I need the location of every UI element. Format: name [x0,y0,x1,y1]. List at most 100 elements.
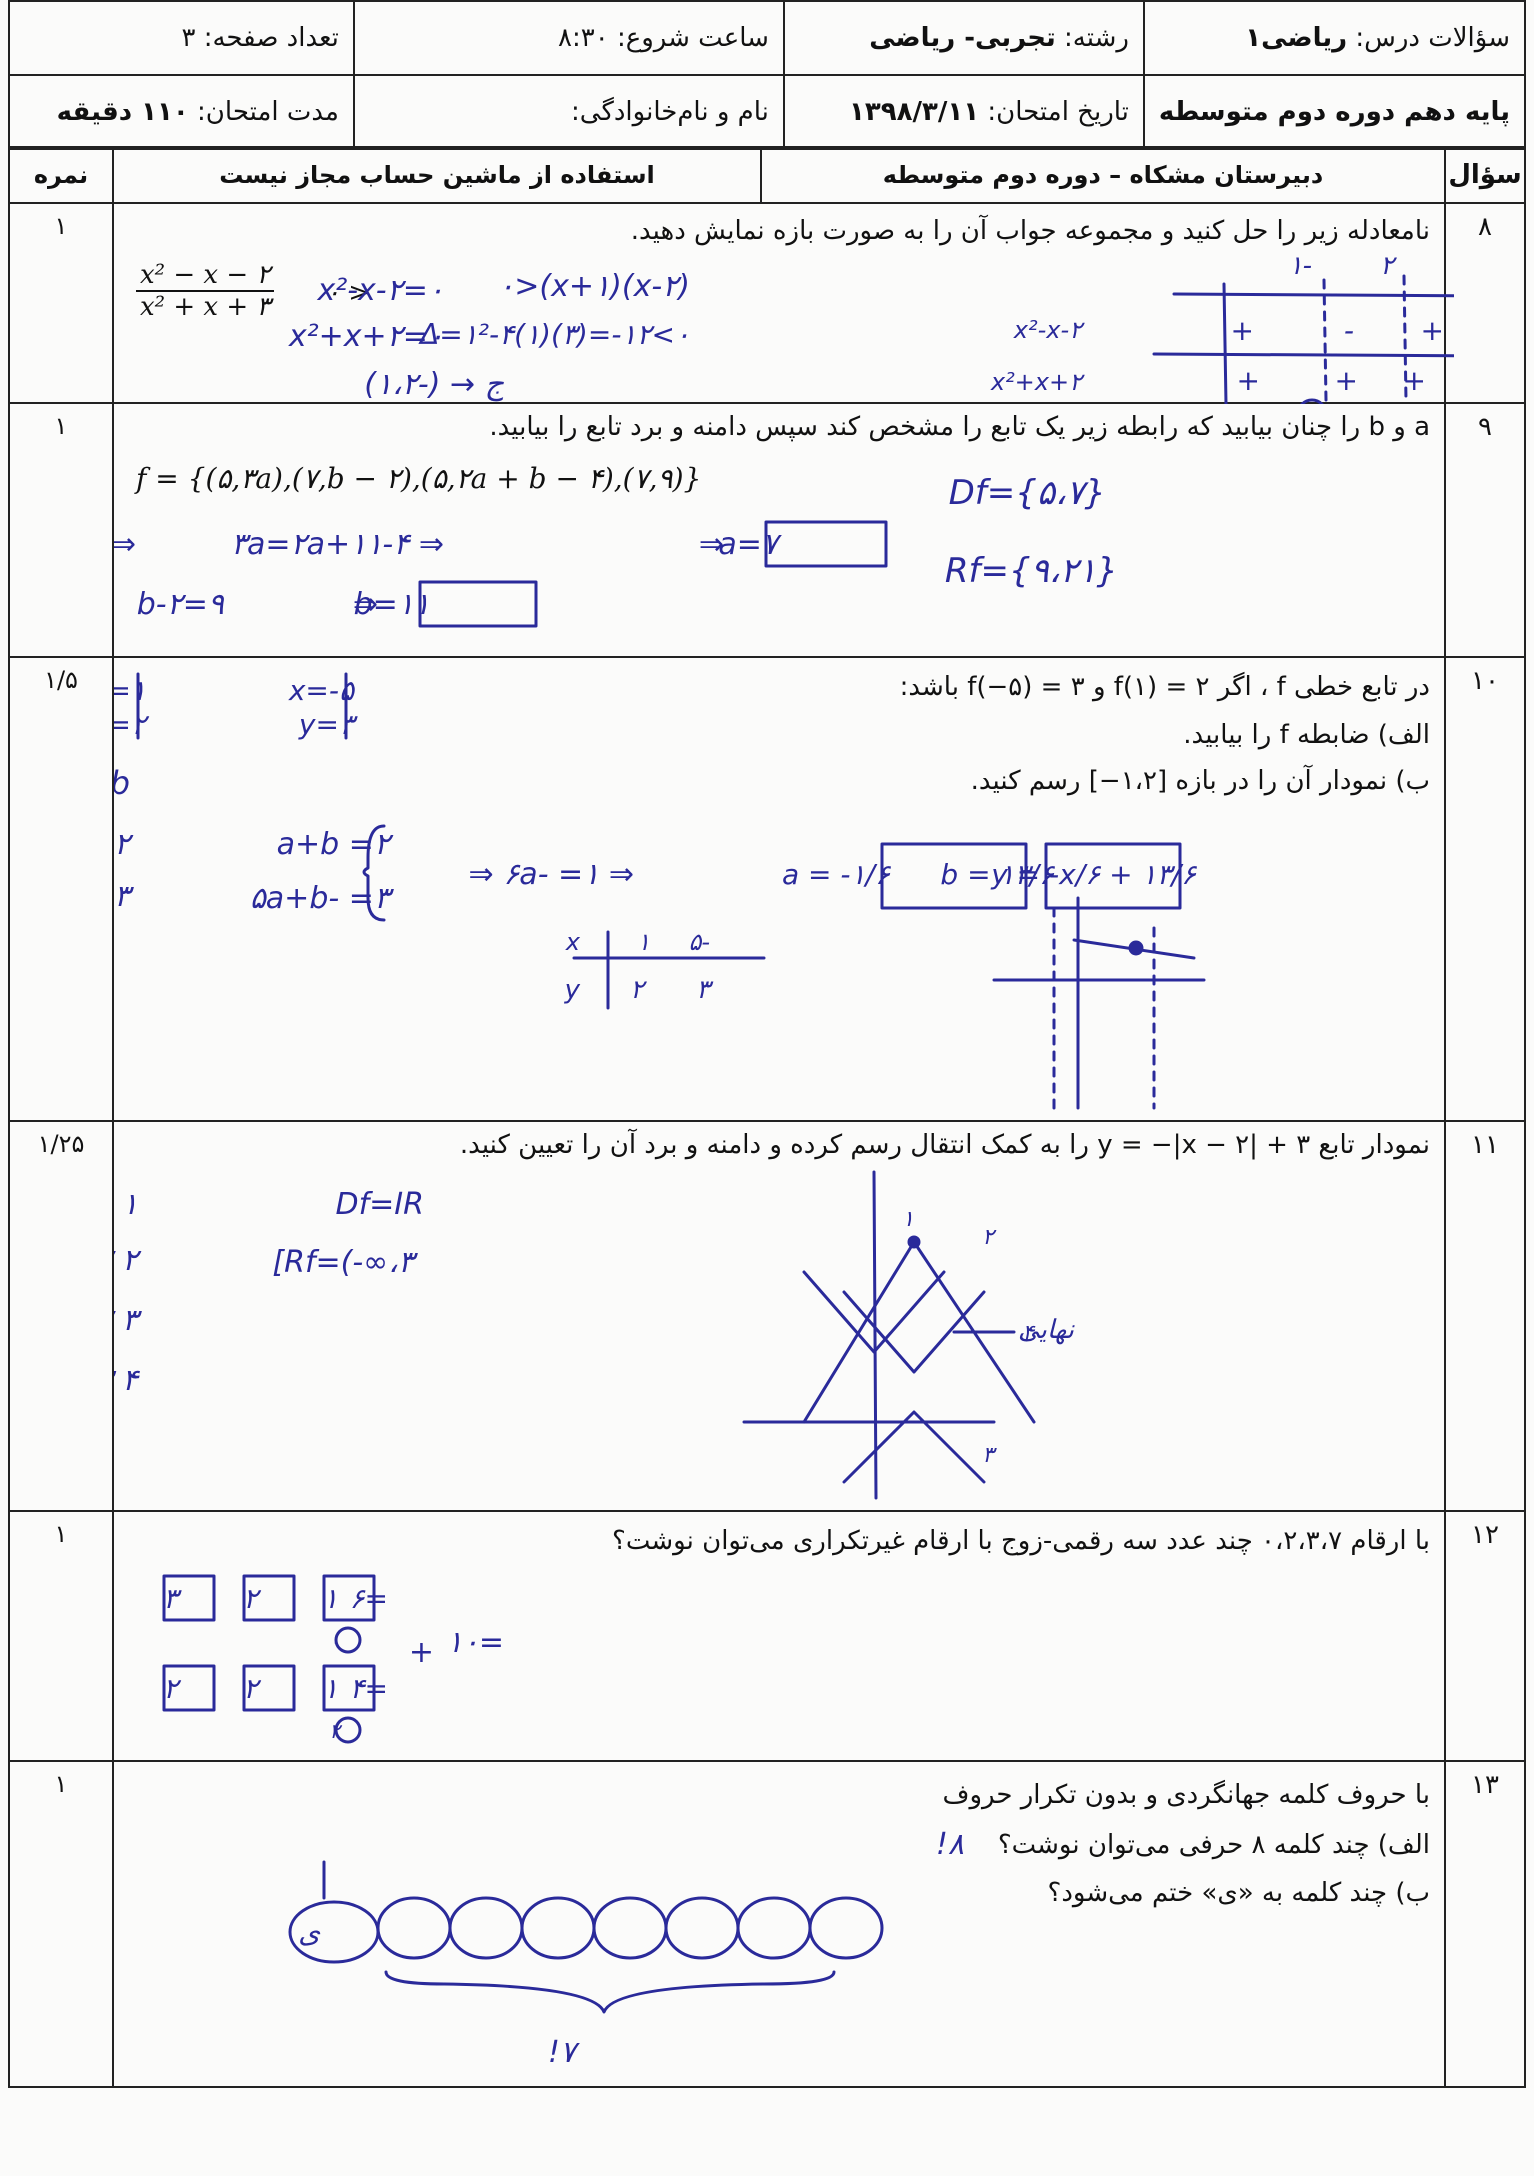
question-text: با حروف کلمه جهانگردی و بدون تکرار حروف [942,1780,1430,1810]
hw-text: + [1394,400,1414,404]
grade-cell: پایه دهم دوره دوم متوسطه [1142,74,1527,150]
hw-box [162,1574,216,1622]
question-score: ۱/۲۵ [8,1120,114,1512]
handwritten-answer-q11: ۱ y=|x| ۲ y= |x-۲| ۳ y= -|x-۲| ۴ y=-|x-۲… [114,1170,1075,1500]
handwritten-answer-q12: ۳ ۲ ۱ =۶ ۰ + =۱۰ ۲ ۲ ۱ =۴ [162,1574,504,1744]
hw-text: + [1216,400,1236,404]
question-col-header: سؤال [1444,146,1526,204]
rational-inequality: x² − x − ۲ x² + x + ۳ [136,260,275,322]
student-name-label: نام و نام‌خانوادگی: [571,97,769,127]
hw-text: -۱ [1289,251,1312,281]
letter-slot [736,1896,812,1960]
hw-text: x²-x-۲ [1013,316,1085,344]
hw-text: y=۲ [114,708,150,741]
fraction-denominator: x² + x + ۳ [140,292,271,322]
question-number: ۱۳ [1444,1760,1526,2088]
graph-point [1128,940,1144,956]
question-score: ۱/۵ [8,656,114,1122]
letter-slot [520,1896,596,1960]
hw-text: نهایی [1018,1315,1075,1345]
hw-text: f(x)=ax+b [114,764,130,802]
hw-box [764,520,888,568]
date-label: تاریخ امتحان: [987,97,1129,127]
question-row: ۹ a و b را چنان بیابید که رابطه زیر یک ت… [8,402,1526,658]
hw-text: ⇒ [353,587,378,622]
hw-circle [1300,398,1324,404]
hw-text: ۰ [329,1629,340,1653]
hw-text: Df={۵،۷} [949,473,1106,513]
hw-text: b-۲=۹ [137,587,225,622]
hw-text: ۱ [902,1207,914,1232]
start-time: ۸:۳۰ [558,23,609,53]
hw-text: =۱۰ [447,1625,504,1660]
calculator-note: استفاده از ماشین حساب مجاز نیست [112,146,762,204]
question-row: ۱۱ نمودار تابع y = −|x − ۲| + ۳ را به کم… [8,1120,1526,1512]
exam-date: ۱۳۹۸/۳/۱۱ [849,97,980,127]
letter-slot [592,1896,668,1960]
hw-text: ۳ [163,1582,182,1615]
hw-underbrace [384,1970,836,2014]
sign-table-divider [1402,274,1408,402]
hw-text: ۲ [1380,251,1397,281]
duration-cell: مدت امتحان: ۱۱۰ دقیقه [8,74,355,150]
question-text: a و b را چنان بیابید که رابطه زیر یک تاب… [489,412,1430,442]
hw-text: Df=IR [336,1187,425,1222]
handwritten-answer-q10: x=۱ y=۲ x=-۵ y=۳ f(x)=ax+b f(۱)=۲ ⇒ f(-۵… [114,672,1206,1110]
hw-text: b = ۱۳/۶ [940,858,1056,891]
hw-text: ۳ [696,975,714,1005]
exam-header: سؤالات درس: ریاضی۱ رشته: تجربی- ریاضی سا… [8,0,1527,150]
hw-text: ۲ [630,975,647,1005]
hw-text: x=۱ [114,674,146,707]
sign-table-divider [1222,282,1228,404]
question-text: با ارقام ۰،۲،۳،۷ چند عدد سه رقمی-زوج با … [612,1526,1430,1556]
hw-text: f(۱)=۲ ⇒ [114,827,134,862]
sign-table-row-line [1152,352,1454,358]
sign-table-divider [1322,278,1328,402]
hw-text: ۱ [323,1582,338,1615]
hw-text: ۲ y= |x-۲| [114,1243,142,1278]
hw-text: =۴ [349,1672,388,1705]
hw-text: ۲ [163,1672,182,1705]
hw-text: ⇒ ۱= -۶a ⇒ [469,857,635,892]
question-number: ۱۲ [1444,1510,1526,1762]
question-score: ۱ [8,1510,114,1762]
course-cell: سؤالات درس: ریاضی۱ [1142,0,1527,76]
question-number: ۸ [1444,202,1526,404]
question-text: نمودار تابع y = −|x − ۲| + ۳ را به کمک ا… [459,1130,1430,1160]
hw-text: Rf={۹،۲۱} [945,551,1118,591]
course-name: ریاضی۱ [1245,23,1348,53]
hw-text: ۳= -۵a+b [250,881,395,916]
question-score: ۱ [8,1760,114,2088]
hw-text: ۲= a+b [277,827,394,862]
hw-box [322,1574,376,1622]
hw-text: x²+x+۲ [990,368,1085,396]
hw-text: ۱ [637,928,650,956]
page-count: ۳ [181,23,196,53]
graph-y-axis [872,1170,878,1500]
question-part-a: الف) ضابطه f را بیابید. [1183,720,1430,750]
letter-slot [448,1896,524,1960]
hw-text: =۶ [349,1582,388,1615]
field-name: تجربی- ریاضی [869,23,1056,53]
hw-text: + [409,1635,434,1670]
grade-text: پایه دهم دوره دوم متوسطه [1158,97,1510,127]
hw-text: ۲ [982,1225,997,1250]
handwritten-answer-q13: ۸! ی ۷! [288,1827,964,2070]
hw-text: ۸! [936,1827,964,1862]
question-body: a و b را چنان بیابید که رابطه زیر یک تاب… [112,402,1446,658]
question-number: ۹ [1444,402,1526,658]
hw-text: ۲ [243,1672,262,1705]
hw-text: + [1231,314,1254,347]
page-count-cell: تعداد صفحه: ۳ [8,0,355,76]
hw-text: ۴ [1022,1321,1036,1346]
hw-box [162,1664,216,1712]
hw-box [242,1664,296,1712]
hw-text: x [565,928,581,956]
field-cell: رشته: تجربی- ریاضی [782,0,1145,76]
hw-text: Rf=(-∞،۳] [272,1245,418,1280]
hw-text: a=۷ [718,527,782,562]
exam-duration: ۱۱۰ دقیقه [56,97,189,127]
graph-abs-x [802,1270,946,1354]
hw-text: x²+x+۲=۰ [288,319,444,354]
question-body: در تابع خطی f ، اگر f(۱) = ۲ و f(−۵) = ۳… [112,656,1446,1122]
